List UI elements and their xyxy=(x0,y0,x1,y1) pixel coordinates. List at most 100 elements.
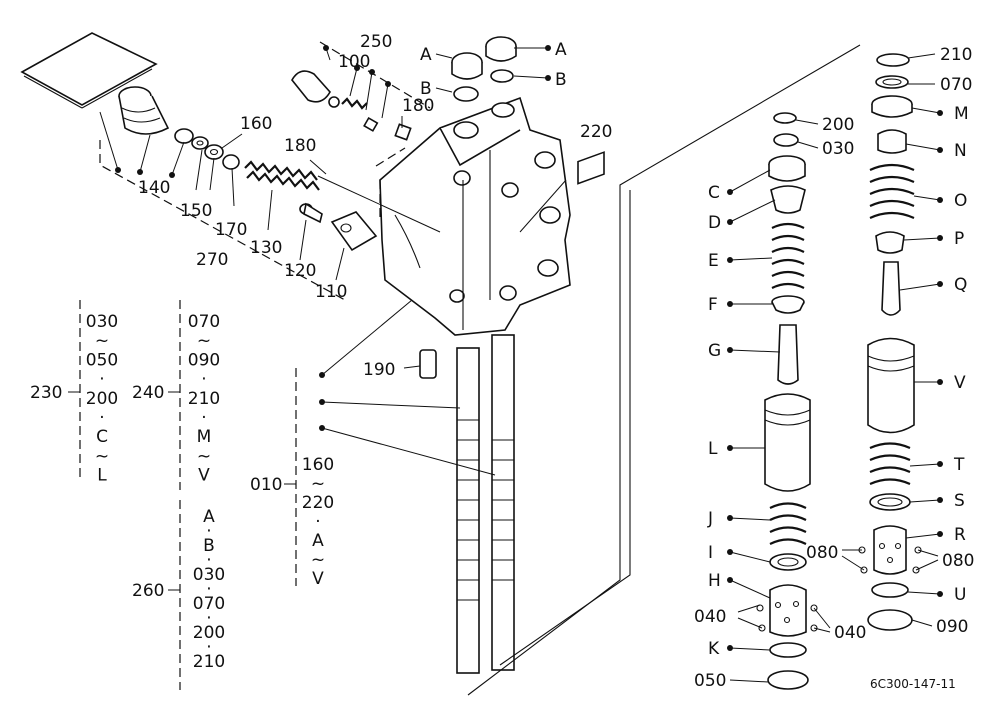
g230-line: 050 xyxy=(86,350,118,370)
g260-line: · xyxy=(206,638,211,658)
frame-line xyxy=(467,44,861,696)
g010-line: 220 xyxy=(302,493,334,513)
callout-r: R xyxy=(954,525,966,545)
group-240-list: 070~090·210·M~V xyxy=(188,312,220,486)
g230-line: · xyxy=(99,370,104,390)
callout-120: 120 xyxy=(284,261,316,281)
group-010-list: 160~220·A~V xyxy=(302,455,334,589)
g260-line: 200 xyxy=(193,623,225,643)
g230-line: ~ xyxy=(95,331,109,351)
callout-080-right: 080 xyxy=(942,551,974,571)
column-left-parts xyxy=(756,112,818,690)
callout-b-right: B xyxy=(555,70,567,90)
callout-270: 270 xyxy=(196,250,228,270)
callout-040-left: 040 xyxy=(694,607,726,627)
g230-line: · xyxy=(99,408,104,428)
callout-labels: 250 100 180 180 160 140 150 170 130 270 … xyxy=(30,32,974,691)
callout-h: H xyxy=(708,571,721,591)
callout-u: U xyxy=(954,585,966,605)
callout-050: 050 xyxy=(694,671,726,691)
g240-line: 210 xyxy=(188,389,220,409)
callout-d: D xyxy=(708,213,721,233)
callout-140: 140 xyxy=(138,178,170,198)
callout-180-mid: 180 xyxy=(284,136,316,156)
g230-line: 030 xyxy=(86,312,118,332)
callout-n: N xyxy=(954,141,967,161)
callout-k: K xyxy=(708,639,720,659)
g260-line: A xyxy=(203,507,215,527)
g240-line: · xyxy=(201,408,206,428)
callout-t: T xyxy=(953,455,965,475)
washers-150 xyxy=(191,136,240,170)
g010-line: ~ xyxy=(311,550,325,570)
g010-line: 160 xyxy=(302,455,334,475)
instruction-sheet xyxy=(20,32,158,109)
g240-line: V xyxy=(198,466,210,486)
callout-100: 100 xyxy=(338,52,370,72)
g240-line: ~ xyxy=(197,446,211,466)
callout-o: O xyxy=(954,191,967,211)
leaders-col1 xyxy=(727,119,831,683)
callout-030: 030 xyxy=(822,139,854,159)
g260-line: · xyxy=(206,522,211,542)
callout-220: 220 xyxy=(580,122,612,142)
group-260-list: A·B·030·070·200·210 xyxy=(193,507,225,672)
callout-f: F xyxy=(708,295,718,315)
callout-p: P xyxy=(954,229,964,249)
valve-seat-110 xyxy=(330,211,378,252)
callout-150: 150 xyxy=(180,201,212,221)
callout-110: 110 xyxy=(315,282,347,302)
g260-line: · xyxy=(206,551,211,571)
callout-b-left: B xyxy=(420,79,432,99)
plug-140 xyxy=(118,86,194,144)
g260-line: · xyxy=(206,580,211,600)
g260-line: · xyxy=(206,609,211,629)
callout-160: 160 xyxy=(240,114,272,134)
callout-070: 070 xyxy=(940,75,972,95)
ring-a-right xyxy=(485,36,517,62)
g230-line: L xyxy=(97,466,107,486)
callout-q: Q xyxy=(954,275,967,295)
reference-code: 6C300-147-11 xyxy=(870,677,956,691)
callout-180-top: 180 xyxy=(402,96,434,116)
callout-e: E xyxy=(708,251,719,271)
callout-g: G xyxy=(708,341,721,361)
callout-a-left: A xyxy=(420,45,432,65)
callout-170: 170 xyxy=(215,220,247,240)
callout-040-right: 040 xyxy=(834,623,866,643)
g010-line: ~ xyxy=(311,474,325,494)
g240-line: 090 xyxy=(188,350,220,370)
callout-010: 010 xyxy=(250,475,282,495)
g230-line: C xyxy=(96,427,108,447)
g260-line: 030 xyxy=(193,565,225,585)
g240-line: · xyxy=(201,370,206,390)
callout-230: 230 xyxy=(30,383,62,403)
callout-250: 250 xyxy=(360,32,392,52)
callout-240: 240 xyxy=(132,383,164,403)
g230-line: 200 xyxy=(86,389,118,409)
plate-220 xyxy=(577,151,605,185)
column-right-parts xyxy=(858,53,922,631)
g010-line: A xyxy=(312,531,324,551)
callout-190: 190 xyxy=(363,360,395,380)
callout-090: 090 xyxy=(936,617,968,637)
g260-line: 210 xyxy=(193,652,225,672)
spool-left xyxy=(456,347,480,674)
group-brace-ticks xyxy=(68,391,296,591)
g240-line: ~ xyxy=(197,331,211,351)
callout-a-right: A xyxy=(555,40,567,60)
valve-body xyxy=(379,96,571,379)
g260-line: B xyxy=(203,536,215,556)
callout-j: J xyxy=(707,509,713,529)
g260-line: 070 xyxy=(193,594,225,614)
spring-130 xyxy=(244,160,320,191)
callout-130: 130 xyxy=(250,238,282,258)
callout-200: 200 xyxy=(822,115,854,135)
spool-right xyxy=(491,334,515,671)
frame-line-inner xyxy=(499,190,631,666)
callout-s: S xyxy=(954,491,965,511)
callout-l: L xyxy=(708,439,718,459)
callout-080-left: 080 xyxy=(806,543,838,563)
oring-b-right xyxy=(490,69,514,83)
